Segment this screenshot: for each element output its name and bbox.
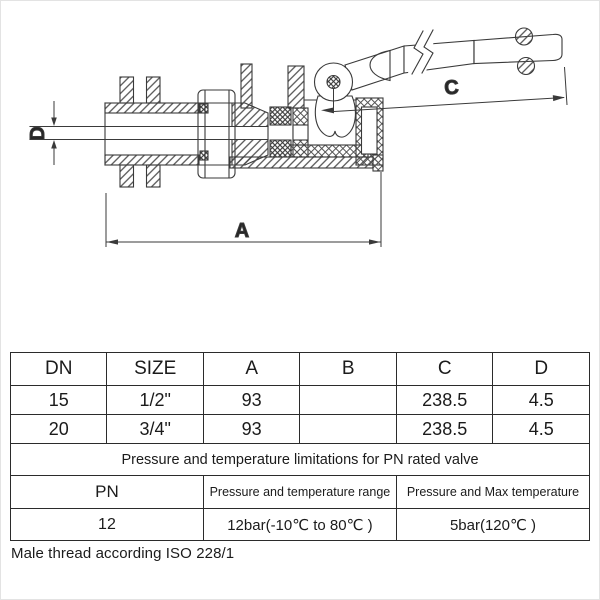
table-row: 15 1/2" 93 238.5 4.5 [9, 385, 590, 415]
dim-label-c: C [444, 77, 460, 100]
lever-arm [344, 27, 563, 91]
header-c: C [395, 352, 494, 386]
spec-header-row: PN Pressure and temperature range Pressu… [10, 475, 591, 509]
arrowhead [106, 239, 118, 245]
cell-dn: 20 [9, 414, 108, 444]
dimension-c [321, 66, 568, 114]
cell-size: 3/4" [106, 414, 204, 444]
table-row: 20 3/4" 93 238.5 4.5 [9, 414, 590, 444]
header-b: B [299, 352, 397, 386]
rod-nose-cap [369, 49, 391, 82]
dimension-table: DN SIZE A B C D 15 1/2" 93 238.5 4.5 20 … [9, 352, 591, 541]
seal-top [269, 106, 292, 126]
section-caption-row: Pressure and temperature limitations for… [10, 443, 590, 476]
dim-label-a: A [235, 220, 249, 242]
nozzle-bore [29, 125, 269, 141]
dimension-a [105, 172, 382, 247]
arrowhead [321, 107, 334, 114]
cell-d: 4.5 [492, 385, 590, 415]
arrowhead [369, 239, 381, 245]
thread-standard-note: Male thread according ISO 228/1 [11, 545, 235, 562]
thread-block [119, 76, 135, 104]
cell-c: 238.5 [395, 385, 494, 415]
dimensions: D A C [27, 66, 568, 247]
section-caption: Pressure and temperature limitations for… [10, 443, 590, 476]
spec-header-max: Pressure and Max temperature [395, 475, 591, 509]
cell-d: 4.5 [492, 414, 590, 444]
thread-block [145, 164, 161, 188]
header-size: SIZE [106, 352, 204, 386]
break-symbol-icon [407, 29, 437, 77]
thread-block [119, 164, 135, 188]
o-ring [199, 103, 209, 114]
spec-value-pn: 12 [10, 508, 204, 541]
valve-seat [231, 102, 292, 166]
dimension-d [51, 101, 57, 165]
cell-a: 93 [202, 385, 301, 415]
body-corner [372, 154, 384, 172]
valve-body [229, 63, 384, 172]
valve-cross-section-drawing: D A C [27, 27, 568, 247]
body-underside [229, 156, 374, 169]
spec-header-pn: PN [10, 475, 204, 509]
o-ring [199, 150, 209, 161]
lever-fork [344, 45, 405, 91]
spec-value-range: 12bar(-10℃ to 80℃ ) [202, 508, 397, 541]
cell-size: 1/2" [106, 385, 204, 415]
arrowhead [552, 95, 565, 102]
pivot-pin [326, 74, 341, 90]
threaded-pipe [104, 76, 236, 188]
header-dn: DN [9, 352, 108, 386]
spec-header-range: Pressure and temperature range [202, 475, 397, 509]
seal-bottom [269, 139, 292, 158]
dim-label-d: D [27, 126, 49, 140]
pipe-top-wall [104, 102, 200, 114]
header-d: D [492, 352, 590, 386]
cell-a: 93 [202, 414, 301, 444]
cell-b [299, 385, 397, 415]
cell-c: 238.5 [395, 414, 494, 444]
clamp-pin-bottom [516, 56, 536, 76]
chamber-port-window [292, 124, 309, 141]
cam-lower-lobe [314, 95, 356, 138]
clamp-pin-top [514, 27, 534, 46]
cell-b [299, 414, 397, 444]
cam-mechanism [313, 62, 356, 138]
thread-block [145, 76, 161, 104]
arrowhead [51, 117, 57, 126]
rod-segment-2 [473, 33, 563, 65]
cell-dn: 15 [9, 385, 108, 415]
top-port-right-wall [287, 65, 305, 109]
pipe-bottom-wall [104, 154, 200, 166]
header-a: A [202, 352, 301, 386]
top-port-left-wall [240, 63, 253, 109]
right-wall-window [360, 106, 378, 155]
spec-value-row: 12 12bar(-10℃ to 80℃ ) 5bar(120℃ ) [10, 508, 591, 541]
table-header-row: DN SIZE A B C D [9, 352, 590, 386]
arrowhead [51, 140, 57, 149]
spec-value-max: 5bar(120℃ ) [395, 508, 591, 541]
